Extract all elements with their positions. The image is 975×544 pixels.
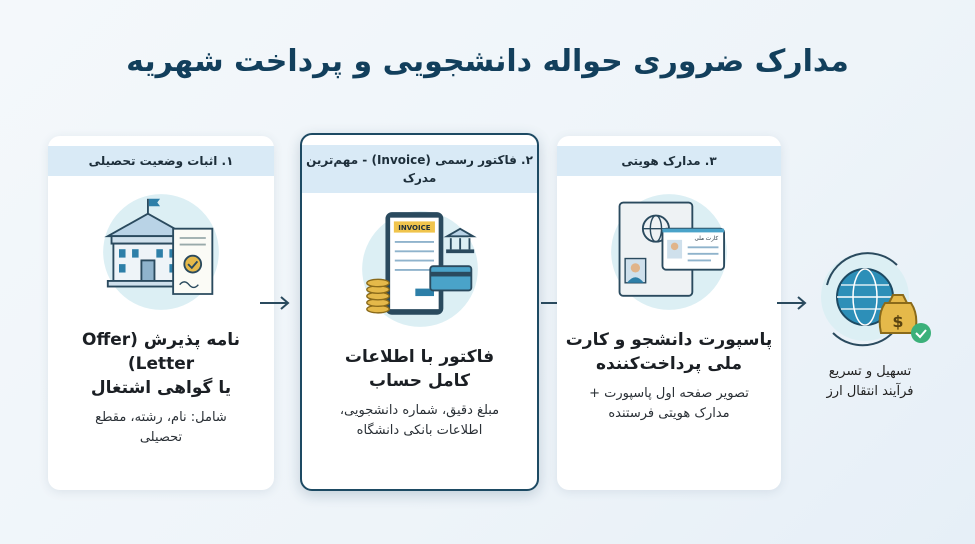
card-main-text: فاکتور با اطلاعات کامل حساب: [339, 345, 500, 393]
globe-money-icon: $: [821, 252, 931, 347]
page-title: مدارک ضروری حواله دانشجویی و پرداخت شهری…: [126, 44, 849, 79]
main-line: پاسپورت دانشجو و کارت: [565, 330, 773, 350]
svg-text:$: $: [892, 312, 903, 331]
main-line: کامل حساب: [369, 371, 470, 391]
card-sub-text: تصویر صفحه اول پاسپورت + مدارک هویتی فرس…: [583, 384, 755, 424]
sub-line: تحصیلی: [139, 430, 183, 445]
card-header: ۱. اثبات وضعیت تحصیلی: [48, 146, 274, 176]
id-card-label: کارت ملی: [695, 235, 719, 242]
card-academic-status: ۱. اثبات وضعیت تحصیلی نامه پذیرش (Offer …: [48, 136, 274, 490]
sub-line: شامل: نام، رشته، مقطع: [95, 410, 227, 425]
sub-line: اطلاعات بانکی دانشگاه: [356, 423, 483, 438]
final-outcome-text: تسهیل و تسریع فرآیند انتقال ارز: [795, 362, 945, 402]
main-line: یا گواهی اشتغال: [90, 378, 232, 398]
card-header: ۲. فاکتور رسمی (Invoice) - مهم‌ترین مدرک: [302, 145, 537, 193]
sub-line: مدارک هویتی فرستنده: [608, 406, 730, 421]
main-line: ملی پرداخت‌کننده: [596, 354, 742, 374]
university-certificate-icon: [103, 194, 219, 310]
card-header: ۳. مدارک هویتی: [557, 146, 781, 176]
card-main-text: نامه پذیرش (Offer Letter) یا گواهی اشتغا…: [48, 328, 274, 400]
card-main-text: پاسپورت دانشجو و کارت ملی پرداخت‌کننده: [560, 328, 779, 376]
invoice-tablet-icon: INVOICE: [361, 211, 478, 327]
arrow-right-icon: [260, 296, 290, 310]
card-sub-text: مبلغ دقیق، شماره دانشجویی، اطلاعات بانکی…: [334, 401, 505, 441]
main-line: نامه پذیرش (Offer Letter): [82, 330, 240, 374]
final-line: تسهیل و تسریع: [828, 364, 912, 379]
sub-line: تصویر صفحه اول پاسپورت +: [589, 386, 749, 401]
arrow-right-icon: [777, 296, 807, 310]
card-sub-text: شامل: نام، رشته، مقطع تحصیلی: [89, 408, 233, 448]
card-identity-documents: ۳. مدارک هویتی کارت ملی پاسپورت دانشجو و…: [557, 136, 781, 490]
card-invoice: ۲. فاکتور رسمی (Invoice) - مهم‌ترین مدرک…: [300, 133, 539, 491]
final-line: فرآیند انتقال ارز: [826, 384, 914, 399]
main-line: فاکتور با اطلاعات: [344, 347, 495, 367]
passport-id-card-icon: کارت ملی: [611, 194, 727, 310]
invoice-label: INVOICE: [398, 224, 430, 232]
sub-line: مبلغ دقیق، شماره دانشجویی،: [339, 403, 500, 418]
